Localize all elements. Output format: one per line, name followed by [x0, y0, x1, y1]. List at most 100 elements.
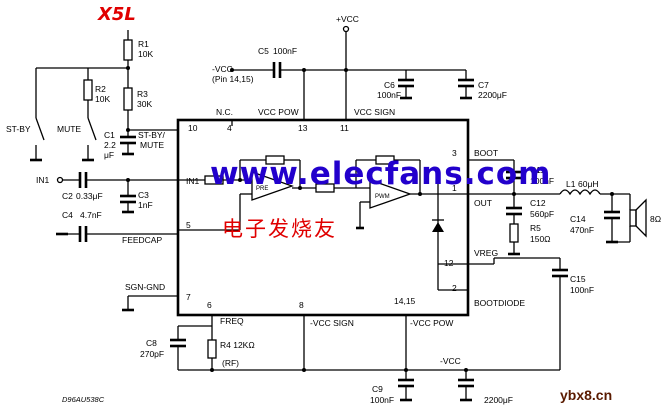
pin-11: 11: [340, 123, 349, 133]
c3-label: C3: [138, 190, 149, 200]
c11-value: 100nF: [530, 176, 554, 186]
c2-label: C2: [62, 191, 73, 201]
pwm-block-label: PWM: [375, 194, 390, 200]
c9-value: 100nF: [370, 395, 394, 405]
pin-5: 5: [186, 220, 191, 230]
vcc-top-terminal[interactable]: [342, 25, 350, 33]
c8-label: C8: [146, 338, 157, 348]
pin-4: 4: [227, 123, 232, 133]
pin-12: 12: [444, 258, 454, 268]
r4-value: (RF): [222, 358, 239, 368]
in1-terminal[interactable]: [56, 176, 64, 184]
freq-label: FREQ: [220, 316, 244, 326]
r3-value: 30K: [137, 99, 152, 109]
stby-mute-pin-label: ST-BY/: [138, 130, 166, 140]
input-network: [56, 172, 178, 312]
c7-label: C7: [478, 80, 489, 90]
pin-2: 2: [452, 283, 457, 293]
c12-label: C12: [530, 198, 546, 208]
output-network: [468, 159, 647, 370]
pin-14-15: 14,15: [394, 296, 416, 306]
c5-value: 100nF: [273, 46, 297, 56]
bottom-network: [170, 315, 560, 402]
c15-value: 100nF: [570, 285, 594, 295]
r3-resistor: [123, 87, 133, 111]
nc-label: N.C.: [216, 107, 233, 117]
pin-7: 7: [186, 292, 191, 302]
standby-switch[interactable]: [35, 117, 45, 141]
c3-value: 1nF: [138, 200, 153, 210]
watermark-corner: ybx8.cn: [560, 387, 612, 403]
c2-value: 0.33μF: [76, 191, 103, 201]
c9-label: C9: [372, 384, 383, 394]
vcc-sign-label: VCC SIGN: [354, 107, 395, 117]
vcc-top-label: +VCC: [336, 14, 359, 24]
c6-value: 100nF: [377, 90, 401, 100]
l1-inductor: [559, 189, 601, 196]
document-id: D96AU538C: [62, 395, 105, 404]
boot-diode: [432, 222, 444, 232]
c1-unit: μF: [104, 150, 114, 160]
r5-label: R5: [530, 223, 541, 233]
pin-3: 3: [452, 148, 457, 158]
pre-amplifier: [251, 171, 294, 201]
mute-switch[interactable]: [87, 117, 97, 141]
mute-label: MUTE: [57, 124, 81, 134]
pin-8: 8: [299, 300, 304, 310]
r5-resistor: [509, 223, 519, 243]
c1-value: 2.2: [104, 140, 116, 150]
watermark-chinese: 电子发烧友: [222, 217, 337, 241]
speaker: [629, 209, 637, 227]
vcc-bottom-label: -VCC: [440, 356, 461, 366]
pin-6: 6: [207, 300, 212, 310]
r1-value: 10K: [138, 49, 153, 59]
c6-label: C6: [384, 80, 395, 90]
r5-value: 150Ω: [530, 234, 551, 244]
c4-label: C4: [62, 210, 73, 220]
l1-value: 60μH: [578, 179, 599, 189]
pin-in1-label: IN1: [186, 176, 200, 186]
pre-block-label: PRE: [256, 186, 268, 192]
sgn-gnd-label: SGN-GND: [125, 282, 165, 292]
r2-label: R2: [95, 84, 106, 94]
pin-10: 10: [188, 123, 198, 133]
c11-label: C11: [530, 165, 545, 175]
internal-circuit: [178, 155, 468, 291]
vcc-left-label: -VCC: [212, 64, 233, 74]
r3-label: R3: [137, 89, 148, 99]
c5-label: C5: [258, 46, 269, 56]
pin-1: 1: [452, 183, 457, 193]
c15-label: C15: [570, 274, 586, 284]
supply-network: [230, 25, 474, 120]
pin-13: 13: [298, 123, 308, 133]
standby-label: ST-BY: [6, 124, 31, 134]
in1-label: IN1: [36, 175, 50, 185]
input-divider-network: [30, 30, 178, 162]
c7-value: 2200μF: [478, 90, 507, 100]
r4-label: R4 12KΩ: [220, 340, 255, 350]
c14-value: 470nF: [570, 225, 594, 235]
pwm-modulator: [369, 179, 412, 209]
neg-vcc-sign-label: -VCC SIGN: [310, 318, 354, 328]
c4-value: 4.7nF: [80, 210, 102, 220]
vcc-left-pins: (Pin 14,15): [212, 74, 254, 84]
feedcap-pin-label: FEEDCAP: [122, 235, 162, 245]
out-label: OUT: [474, 198, 492, 208]
ic-body: [176, 118, 470, 317]
c12-value: 560pF: [530, 209, 554, 219]
boot-label: BOOT: [474, 148, 498, 158]
neg-vcc-pow-label: -VCC POW: [410, 318, 453, 328]
speaker-impedance: 8Ω: [650, 214, 661, 224]
r4-resistor: [207, 339, 217, 359]
c1-label: C1: [104, 130, 115, 140]
r2-value: 10K: [95, 94, 110, 104]
vreg-label: VREG: [474, 248, 498, 258]
c14-label: C14: [570, 214, 586, 224]
watermark-brand: www.elecfans.com: [210, 156, 551, 192]
l1-label: L1: [566, 179, 576, 189]
c8-value: 270pF: [140, 349, 164, 359]
handwritten-annotation: X5L: [97, 4, 136, 25]
r1-resistor: [123, 39, 133, 61]
r2-resistor: [83, 79, 93, 101]
